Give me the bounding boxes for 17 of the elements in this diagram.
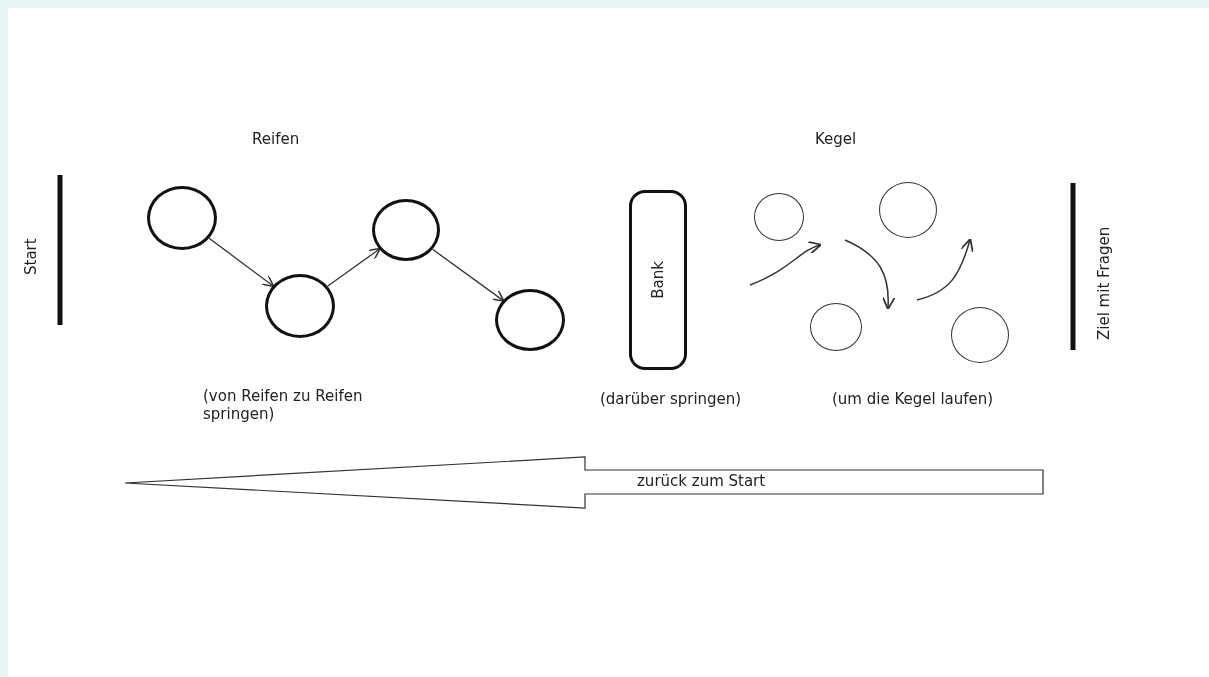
arrow xyxy=(326,247,381,287)
bench-box xyxy=(629,190,687,370)
hoop-circle xyxy=(372,199,440,261)
note: (um die Kegel laufen) xyxy=(832,390,994,408)
arrow xyxy=(431,248,505,302)
arrow xyxy=(208,237,275,288)
note: (darüber springen) xyxy=(600,390,742,408)
vertical-label: Ziel mit Fragen xyxy=(1095,225,1113,340)
vertical-label: Start xyxy=(22,237,40,275)
heading: Reifen xyxy=(252,130,300,148)
note: (von Reifen zu Reifen springen) xyxy=(203,387,364,423)
bench-label: Bank xyxy=(649,261,667,299)
heading: Kegel xyxy=(815,130,857,148)
hoop-circle xyxy=(265,274,335,338)
hoop-circle xyxy=(495,289,565,351)
arrow-label: zurück zum Start xyxy=(637,472,766,490)
hoop-circle xyxy=(147,186,217,250)
